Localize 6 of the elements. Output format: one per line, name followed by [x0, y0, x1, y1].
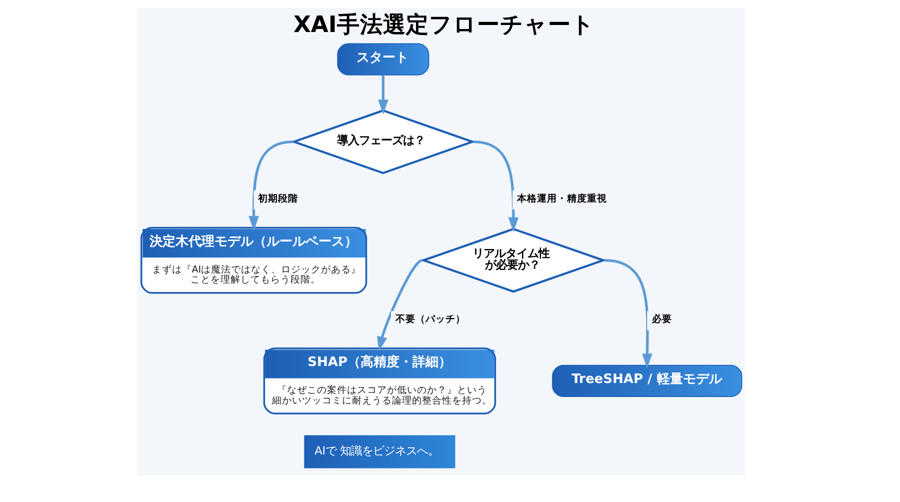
edge-label: 必要	[651, 314, 672, 326]
edge-label: 本格運用・精度重視	[516, 194, 606, 205]
diagram-title: XAI手法選定フローチャート	[293, 12, 594, 38]
label: AIで 知識をビジネスへ。	[314, 444, 439, 458]
edge-label: 初期段階	[258, 194, 298, 205]
edge-label: 不要（バッチ）	[395, 314, 466, 326]
